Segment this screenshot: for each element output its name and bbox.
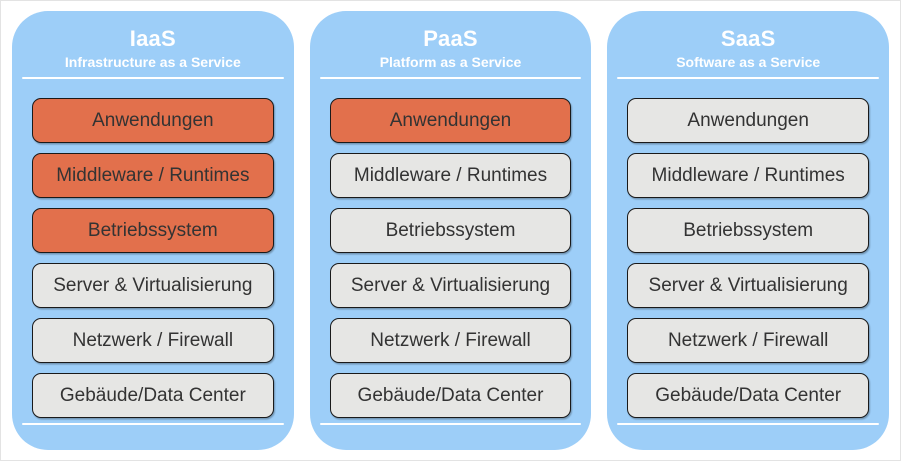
layer-box: Anwendungen [627, 98, 870, 143]
layer-box: Server & Virtualisierung [627, 263, 870, 308]
layer-label: Gebäude/Data Center [655, 384, 842, 406]
layer-list: Anwendungen Middleware / Runtimes Betrie… [607, 79, 889, 418]
layer-box: Anwendungen [329, 98, 572, 143]
layer-box: Netzwerk / Firewall [627, 318, 870, 363]
layer-box: Middleware / Runtimes [329, 153, 572, 198]
column-title: PaaS [423, 26, 478, 51]
footer-divider [617, 423, 880, 425]
layer-box: Anwendungen [32, 98, 274, 143]
column-title: SaaS [720, 26, 776, 51]
layer-label: Middleware / Runtimes [56, 164, 250, 186]
layer-label: Anwendungen [687, 109, 809, 131]
layer-box: Middleware / Runtimes [627, 153, 870, 198]
layer-label: Netzwerk / Firewall [667, 329, 829, 351]
layer-label: Anwendungen [92, 109, 214, 131]
layer-list: Anwendungen Middleware / Runtimes Betrie… [12, 79, 294, 418]
layer-box: Betriebssystem [329, 208, 572, 253]
layer-box: Betriebssystem [627, 208, 870, 253]
header-divider [319, 77, 582, 79]
column-header: IaaS Infrastructure as a Service [12, 26, 294, 71]
layer-box: Gebäude/Data Center [32, 373, 274, 418]
layer-label: Gebäude/Data Center [357, 384, 544, 406]
layer-box: Gebäude/Data Center [329, 373, 572, 418]
layer-box: Server & Virtualisierung [329, 263, 572, 308]
column-title: IaaS [129, 26, 176, 51]
stack-column-paas: PaaS Platform as a Service Anwendungen M… [309, 11, 592, 450]
layer-label: Server & Virtualisierung [350, 274, 551, 296]
layer-label: Netzwerk / Firewall [72, 329, 234, 351]
layer-label: Netzwerk / Firewall [370, 329, 531, 351]
column-subtitle: Software as a Service [676, 54, 821, 70]
layer-box: Server & Virtualisierung [32, 263, 274, 308]
column-header: SaaS Software as a Service [607, 26, 889, 71]
footer-divider [22, 423, 284, 425]
layer-label: Middleware / Runtimes [353, 164, 548, 186]
layer-label: Betriebssystem [385, 219, 516, 241]
column-subtitle: Platform as a Service [379, 54, 522, 70]
layer-box: Betriebssystem [32, 208, 274, 253]
layer-label: Betriebssystem [683, 219, 814, 241]
layer-box: Middleware / Runtimes [32, 153, 274, 198]
footer-divider [319, 423, 582, 425]
layer-box: Gebäude/Data Center [627, 373, 870, 418]
layer-label: Anwendungen [389, 109, 512, 131]
stack-column-iaas: IaaS Infrastructure as a Service Anwendu… [12, 11, 294, 450]
stack-column-saas: SaaS Software as a Service Anwendungen M… [607, 11, 890, 450]
layer-label: Middleware / Runtimes [651, 164, 845, 186]
column-subtitle: Infrastructure as a Service [64, 54, 241, 70]
layer-label: Betriebssystem [87, 219, 218, 241]
layer-label: Gebäude/Data Center [59, 384, 246, 406]
layer-box: Netzwerk / Firewall [32, 318, 274, 363]
header-divider [22, 77, 284, 79]
header-divider [617, 77, 880, 79]
layer-list: Anwendungen Middleware / Runtimes Betrie… [310, 79, 592, 418]
column-header: PaaS Platform as a Service [310, 26, 592, 71]
layer-label: Server & Virtualisierung [53, 274, 253, 296]
layer-label: Server & Virtualisierung [648, 274, 848, 296]
layer-box: Netzwerk / Firewall [329, 318, 572, 363]
